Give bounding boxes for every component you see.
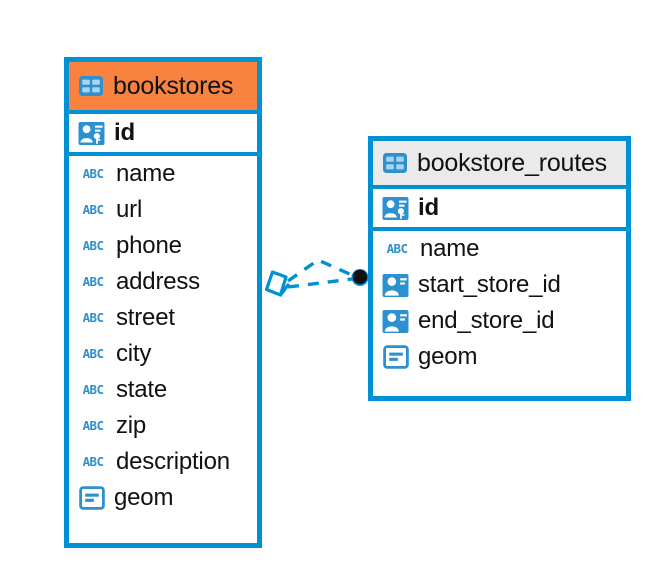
field-row-geom[interactable]: geom xyxy=(69,480,257,516)
abc-text-icon: ABC xyxy=(82,345,104,361)
relationship-line-lower xyxy=(287,277,353,289)
field-row-name[interactable]: ABC name xyxy=(373,231,626,267)
field-row-end-store-id[interactable]: end_store_id xyxy=(373,303,626,339)
entity-title: bookstore_routes xyxy=(417,148,607,177)
field-name: url xyxy=(116,196,143,224)
field-row-address[interactable]: ABC address xyxy=(69,264,257,300)
field-name: address xyxy=(116,268,200,296)
field-row-id[interactable]: id xyxy=(373,189,626,231)
field-row-zip[interactable]: ABC zip xyxy=(69,408,257,444)
foreign-key-icon xyxy=(382,309,409,334)
entity-field-list-bookstore-routes: id ABC name start_store_id xyxy=(373,189,626,375)
field-name: name xyxy=(420,235,480,263)
field-name: zip xyxy=(116,412,147,440)
abc-text-icon: ABC xyxy=(82,273,104,289)
primary-key-icon xyxy=(382,196,409,221)
abc-text-icon: ABC xyxy=(82,381,104,397)
field-row-phone[interactable]: ABC phone xyxy=(69,228,257,264)
geometry-icon xyxy=(78,486,105,510)
table-icon xyxy=(78,75,104,97)
field-row-url[interactable]: ABC url xyxy=(69,192,257,228)
entity-header-bookstore-routes[interactable]: bookstore_routes xyxy=(373,141,626,189)
field-row-state[interactable]: ABC state xyxy=(69,372,257,408)
field-name: description xyxy=(116,448,230,476)
field-row-street[interactable]: ABC street xyxy=(69,300,257,336)
abc-text-icon: ABC xyxy=(386,240,408,256)
field-row-id[interactable]: id xyxy=(69,114,257,156)
abc-text-icon: ABC xyxy=(82,201,104,217)
field-name: start_store_id xyxy=(418,271,561,299)
field-name: city xyxy=(116,340,152,368)
field-row-geom[interactable]: geom xyxy=(373,339,626,375)
field-name: geom xyxy=(418,343,478,371)
primary-key-icon xyxy=(78,121,105,146)
filled-circle-marker xyxy=(351,269,369,286)
entity-field-list-bookstores: id ABC name ABC url ABC phone ABC addres… xyxy=(69,114,257,516)
table-icon xyxy=(382,152,408,174)
entity-table-bookstores[interactable]: bookstores id xyxy=(64,57,262,548)
field-row-description[interactable]: ABC description xyxy=(69,444,257,480)
geometry-icon xyxy=(382,345,409,369)
field-row-city[interactable]: ABC city xyxy=(69,336,257,372)
abc-text-icon: ABC xyxy=(82,453,104,469)
entity-title: bookstores xyxy=(113,71,234,100)
field-name: id xyxy=(114,119,135,147)
abc-text-icon: ABC xyxy=(82,309,104,325)
abc-text-icon: ABC xyxy=(82,417,104,433)
field-name: geom xyxy=(114,484,174,512)
field-name: end_store_id xyxy=(418,307,555,335)
abc-text-icon: ABC xyxy=(82,237,104,253)
entity-table-bookstore-routes[interactable]: bookstore_routes id xyxy=(368,136,631,401)
rhombus-marker xyxy=(264,270,290,297)
entity-header-bookstores[interactable]: bookstores xyxy=(69,62,257,114)
field-name: street xyxy=(116,304,175,332)
field-row-name[interactable]: ABC name xyxy=(69,156,257,192)
abc-text-icon: ABC xyxy=(82,165,104,181)
relationship-line-upper xyxy=(287,258,355,283)
foreign-key-icon xyxy=(382,273,409,298)
field-name: phone xyxy=(116,232,182,260)
field-row-start-store-id[interactable]: start_store_id xyxy=(373,267,626,303)
field-name: id xyxy=(418,194,439,222)
field-name: name xyxy=(116,160,176,188)
field-name: state xyxy=(116,376,168,404)
